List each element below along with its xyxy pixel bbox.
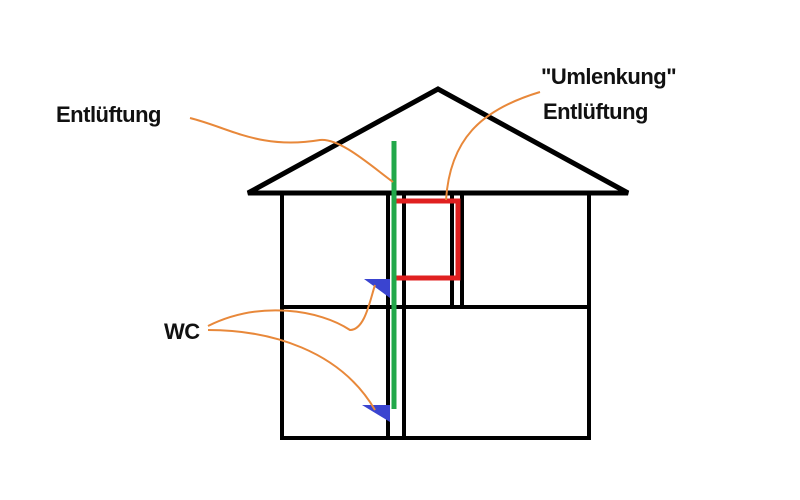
detour-vent-pipe [394,198,461,281]
roof [246,86,630,196]
label-wc: WC [164,319,200,344]
vertical-shaft [386,193,464,439]
leader-lines [189,91,541,411]
wc-lower [362,405,390,422]
wc-upper [364,279,390,298]
house-outline [280,193,591,440]
label-detour-line1: "Umlenkung" [541,64,676,89]
label-vent-main: Entlüftung [56,102,161,127]
label-detour-line2: Entlüftung [543,99,648,124]
